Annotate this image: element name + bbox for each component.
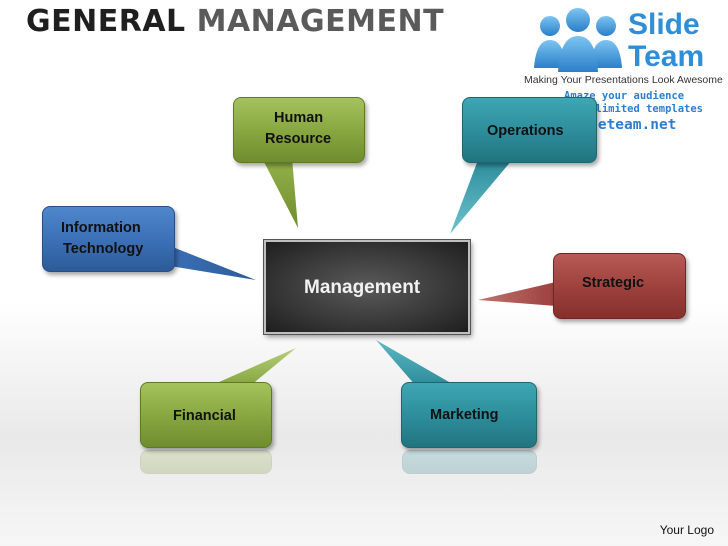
people-group-icon bbox=[534, 8, 622, 72]
title-management: MANAGEMENT bbox=[196, 4, 445, 39]
node-center-management: Management bbox=[264, 240, 470, 334]
slideteam-logo: Slide Team Making Your Presentations Loo… bbox=[520, 4, 725, 140]
node-financial: Financial bbox=[140, 382, 272, 448]
pointer-information-technology bbox=[170, 246, 256, 280]
node-strategic-label: Strategic bbox=[582, 275, 645, 291]
logo-word-team: Team bbox=[628, 40, 705, 73]
center-label: Management bbox=[304, 277, 421, 298]
node-marketing: Marketing bbox=[401, 382, 537, 448]
logo-tagline: Making Your Presentations Look Awesome bbox=[524, 74, 723, 86]
node-financial-label: Financial bbox=[173, 408, 236, 424]
node-information-technology-line1: Information bbox=[61, 220, 141, 236]
logo-word-slide: Slide bbox=[628, 8, 700, 41]
node-operations-label: Operations bbox=[487, 123, 564, 139]
pointer-financial bbox=[210, 348, 296, 386]
pointer-marketing bbox=[376, 340, 456, 386]
financial-reflection bbox=[140, 450, 272, 474]
pointer-operations bbox=[450, 160, 512, 234]
pointer-strategic bbox=[478, 282, 556, 306]
page-title: GENERAL MANAGEMENT bbox=[26, 4, 444, 39]
your-logo-placeholder: Your Logo bbox=[659, 523, 714, 537]
node-information-technology-line2: Technology bbox=[63, 241, 144, 257]
marketing-reflection bbox=[402, 450, 537, 474]
pointer-human-resource bbox=[262, 158, 298, 228]
node-strategic: Strategic bbox=[553, 253, 686, 319]
node-information-technology: Information Technology bbox=[42, 206, 175, 272]
node-human-resource-line1: Human bbox=[274, 110, 324, 126]
node-human-resource: Human Resource bbox=[233, 97, 365, 163]
node-human-resource-line2: Resource bbox=[265, 131, 332, 147]
title-general: GENERAL bbox=[26, 4, 186, 39]
node-operations: Operations bbox=[462, 97, 597, 163]
node-marketing-label: Marketing bbox=[430, 407, 499, 423]
